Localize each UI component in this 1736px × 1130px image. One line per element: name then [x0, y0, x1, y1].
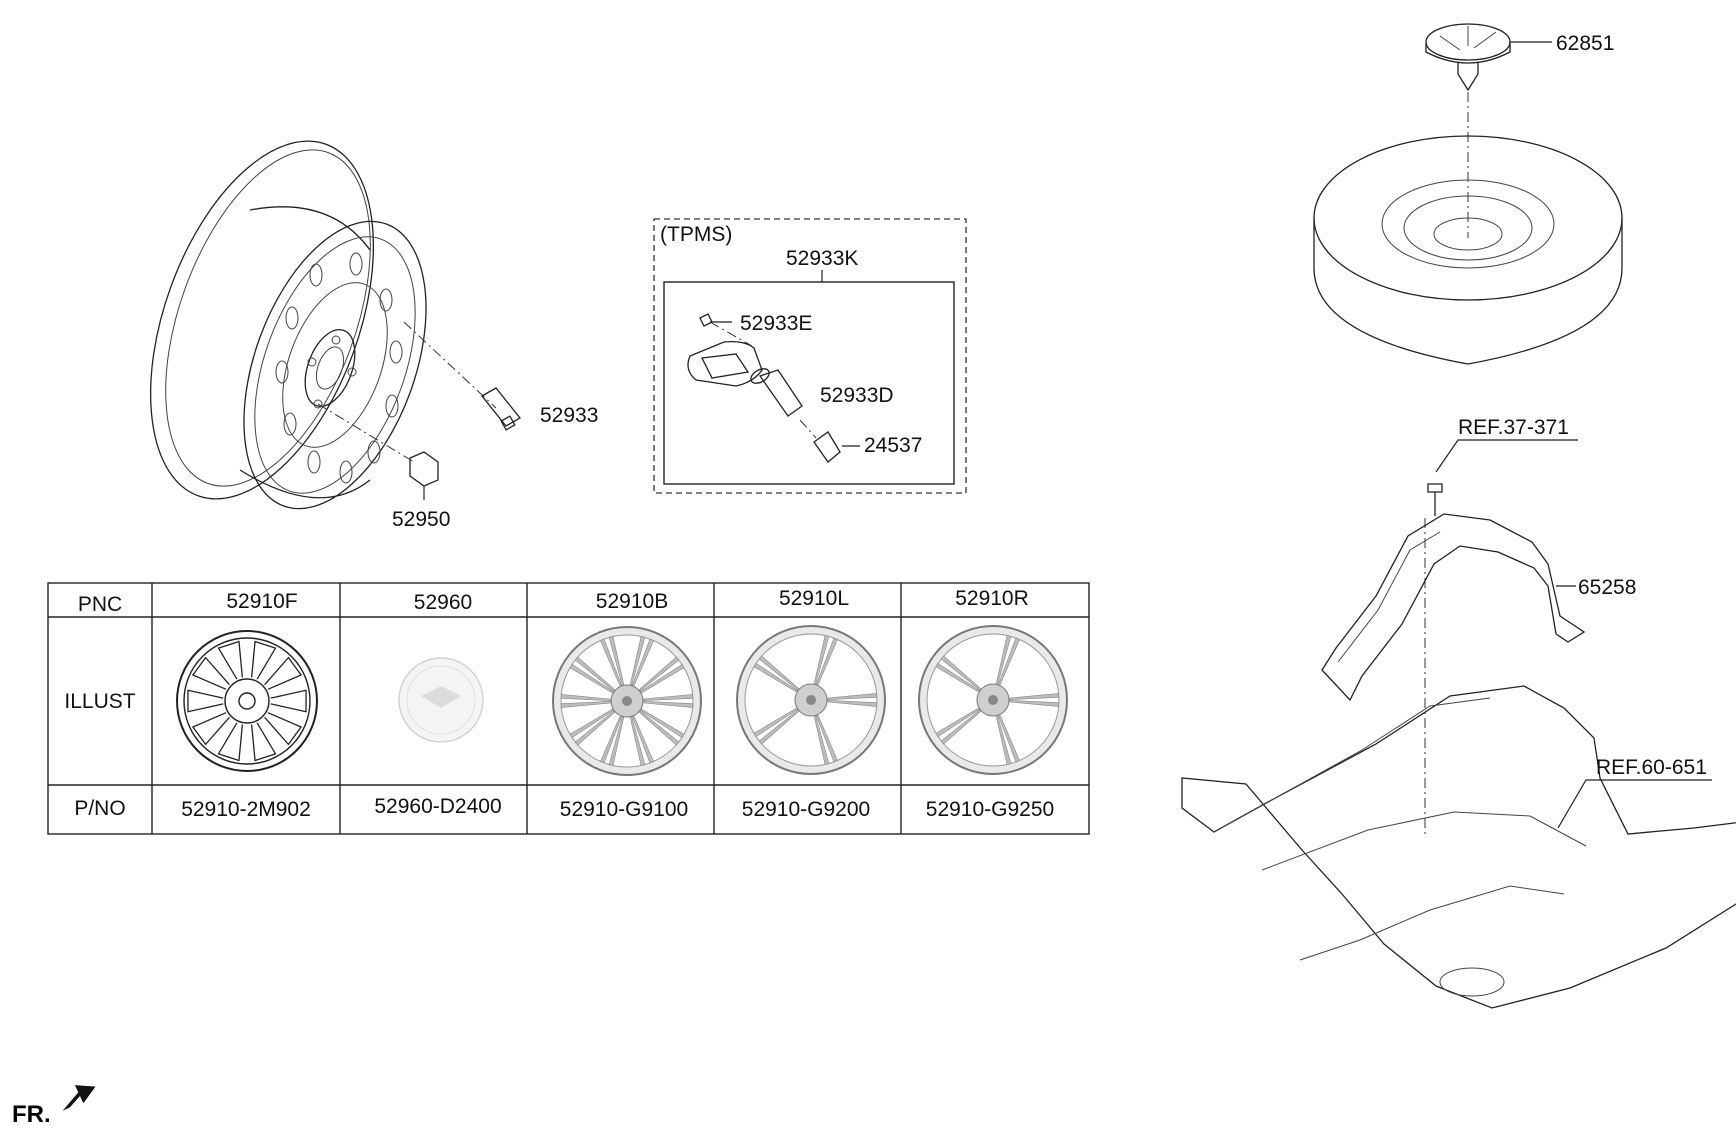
tpms-dashed-frame	[653, 218, 967, 494]
split-spoke-alloy-wheel-left-icon	[736, 625, 886, 775]
callout-ref-60-651: REF.60-651	[1596, 756, 1707, 779]
hub-cap-icon	[398, 657, 484, 743]
pno-cell: 52910-G9250	[926, 798, 1054, 821]
row-header-pno: P/NO	[74, 797, 125, 820]
pnc-cell: 52910F	[226, 590, 297, 613]
callout-24537: 24537	[864, 434, 922, 457]
callout-52933E: 52933E	[740, 312, 812, 335]
callout-52933K: 52933K	[786, 247, 858, 270]
pno-cell: 52910-G9100	[560, 798, 688, 821]
tpms-title: (TPMS)	[660, 223, 732, 246]
tpms-group	[653, 218, 967, 494]
multi-spoke-alloy-wheel-icon	[552, 626, 702, 776]
pnc-cell: 52910L	[779, 587, 849, 610]
split-spoke-alloy-wheel-right-icon	[918, 625, 1068, 775]
pnc-cell: 52910B	[596, 590, 668, 613]
callout-52933: 52933	[540, 404, 598, 427]
steel-wheel-drawing	[149, 140, 521, 510]
callout-52933D: 52933D	[820, 384, 894, 407]
spare-tire-drawing	[1313, 23, 1623, 365]
pno-cell: 52910-G9200	[742, 798, 870, 821]
parts-table: PNC ILLUST P/NO 52910F 52960 52910B 5291…	[47, 582, 1090, 835]
tpms-assy-frame	[663, 281, 955, 485]
pno-cell: 52960-D2400	[374, 795, 501, 818]
steel-10-spoke-wheel-icon	[176, 630, 318, 772]
pnc-cell: 52910R	[955, 587, 1029, 610]
callout-65258: 65258	[1578, 576, 1636, 599]
pno-cell: 52910-2M902	[181, 798, 311, 821]
callout-ref-37-371: REF.37-371	[1458, 416, 1569, 439]
front-indicator-label: FR.	[12, 1101, 51, 1128]
row-header-illust: ILLUST	[64, 690, 135, 713]
row-header-pnc: PNC	[78, 593, 122, 616]
bracket-floor-drawing	[1181, 439, 1736, 1009]
callout-52950: 52950	[392, 508, 450, 531]
front-arrow-icon	[62, 1085, 96, 1111]
callout-62851: 62851	[1556, 32, 1614, 55]
pnc-cell: 52960	[414, 591, 472, 614]
